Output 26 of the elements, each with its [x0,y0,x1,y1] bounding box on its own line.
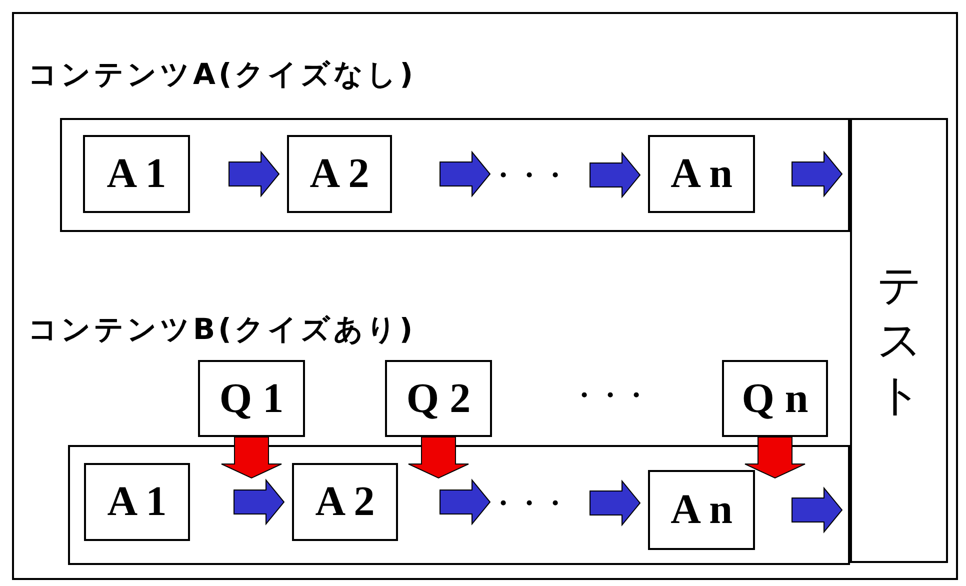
block-arrow [590,152,641,198]
content-box: A 2 [292,463,398,541]
band-heading: コンテンツB(クイズあり) [28,311,416,348]
block-arrow [792,486,843,534]
quiz-box: Q 1 [198,360,305,437]
content-box: A 1 [84,463,190,541]
block-arrow [744,436,806,479]
band-heading: コンテンツA(クイズなし) [28,56,416,93]
block-arrow [228,150,280,198]
ellipsis: ・・・ [498,478,560,528]
block-arrow [440,478,491,526]
block-arrow [792,150,843,198]
block-arrow [440,150,491,198]
quiz-box: Q 2 [385,360,492,437]
content-box: A n [648,135,755,213]
block-arrow [234,478,285,526]
test-box: テスト [850,118,948,563]
content-box: A n [648,470,755,550]
block-arrow [221,436,282,479]
block-arrow [590,480,641,526]
quiz-box: Q n [722,360,828,437]
content-box: A 1 [83,135,190,213]
content-box: A 2 [287,135,392,213]
ellipsis: ・・・ [498,150,560,200]
block-arrow [408,436,469,479]
ellipsis: ・・・ [575,380,645,412]
